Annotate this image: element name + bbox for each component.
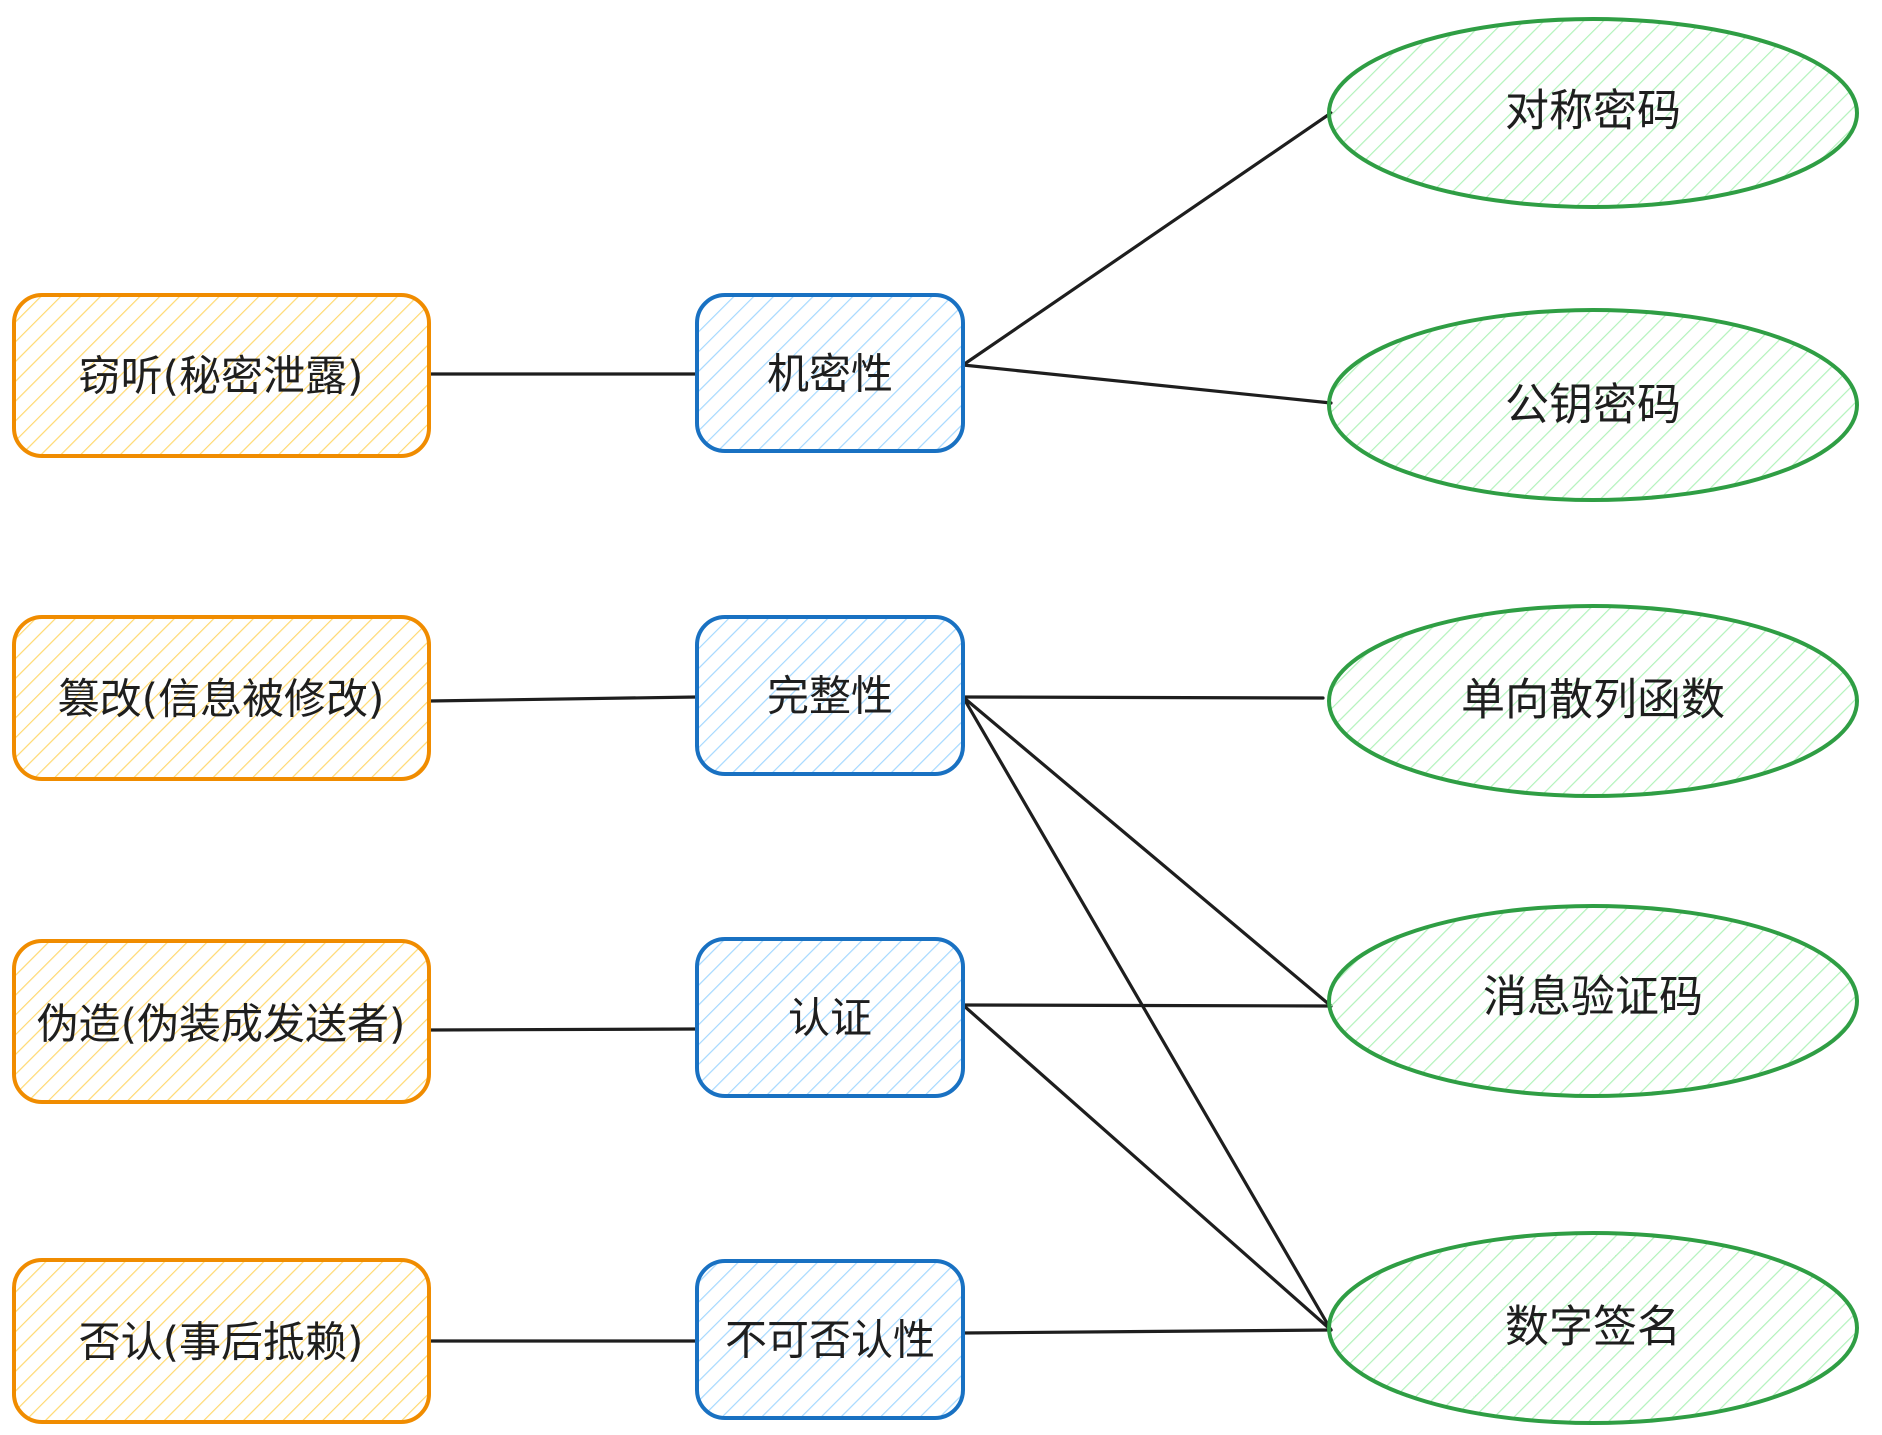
edge-p2-m4 — [961, 695, 1333, 1008]
edge-p2-m5 — [961, 695, 1333, 1332]
property-node-authentication: 认证 — [695, 937, 965, 1098]
property-label-integrity: 完整性 — [767, 672, 893, 721]
mechanism-node-digital-signature: 数字签名 — [1327, 1231, 1859, 1425]
mechanism-label-digital-signature: 数字签名 — [1505, 1302, 1681, 1353]
mechanism-label-mac: 消息验证码 — [1483, 972, 1703, 1023]
threat-node-forgery: 伪造(伪装成发送者) — [12, 939, 431, 1104]
property-node-non-repudiation: 不可否认性 — [695, 1259, 965, 1420]
property-label-authentication: 认证 — [788, 994, 872, 1043]
threat-label-eavesdropping: 窃听(秘密泄露) — [79, 352, 364, 401]
threat-node-eavesdropping: 窃听(秘密泄露) — [12, 293, 431, 458]
edge-p2-m3 — [961, 695, 1325, 700]
property-node-integrity: 完整性 — [695, 615, 965, 776]
edge-p3-m4 — [961, 1003, 1333, 1008]
edge-p1-m1 — [961, 111, 1333, 367]
mechanism-node-symmetric-cipher: 对称密码 — [1327, 17, 1859, 209]
threat-node-repudiation: 否认(事后抵赖) — [12, 1258, 431, 1424]
threat-label-repudiation: 否认(事后抵赖) — [79, 1318, 364, 1367]
mechanism-node-public-key-cipher: 公钥密码 — [1327, 308, 1859, 502]
edge-t3-p3 — [427, 1027, 699, 1032]
mechanism-node-mac: 消息验证码 — [1327, 904, 1859, 1098]
property-label-confidentiality: 机密性 — [767, 350, 893, 399]
mechanism-label-hash-function: 单向散列函数 — [1461, 675, 1725, 726]
edge-t2-p2 — [427, 695, 699, 703]
edge-p4-m5 — [961, 1328, 1333, 1335]
edge-p1-m2 — [961, 363, 1333, 405]
threat-label-forgery: 伪造(伪装成发送者) — [37, 1000, 406, 1049]
mechanism-node-hash-function: 单向散列函数 — [1327, 604, 1859, 798]
mechanism-label-public-key-cipher: 公钥密码 — [1505, 380, 1681, 431]
mechanism-label-symmetric-cipher: 对称密码 — [1505, 86, 1681, 137]
edge-p3-m5 — [961, 1003, 1333, 1332]
threat-node-tampering: 篡改(信息被修改) — [12, 615, 431, 781]
connector-lines — [427, 111, 1333, 1343]
property-node-confidentiality: 机密性 — [695, 293, 965, 453]
threat-label-tampering: 篡改(信息被修改) — [58, 675, 385, 724]
property-label-non-repudiation: 不可否认性 — [725, 1316, 935, 1365]
